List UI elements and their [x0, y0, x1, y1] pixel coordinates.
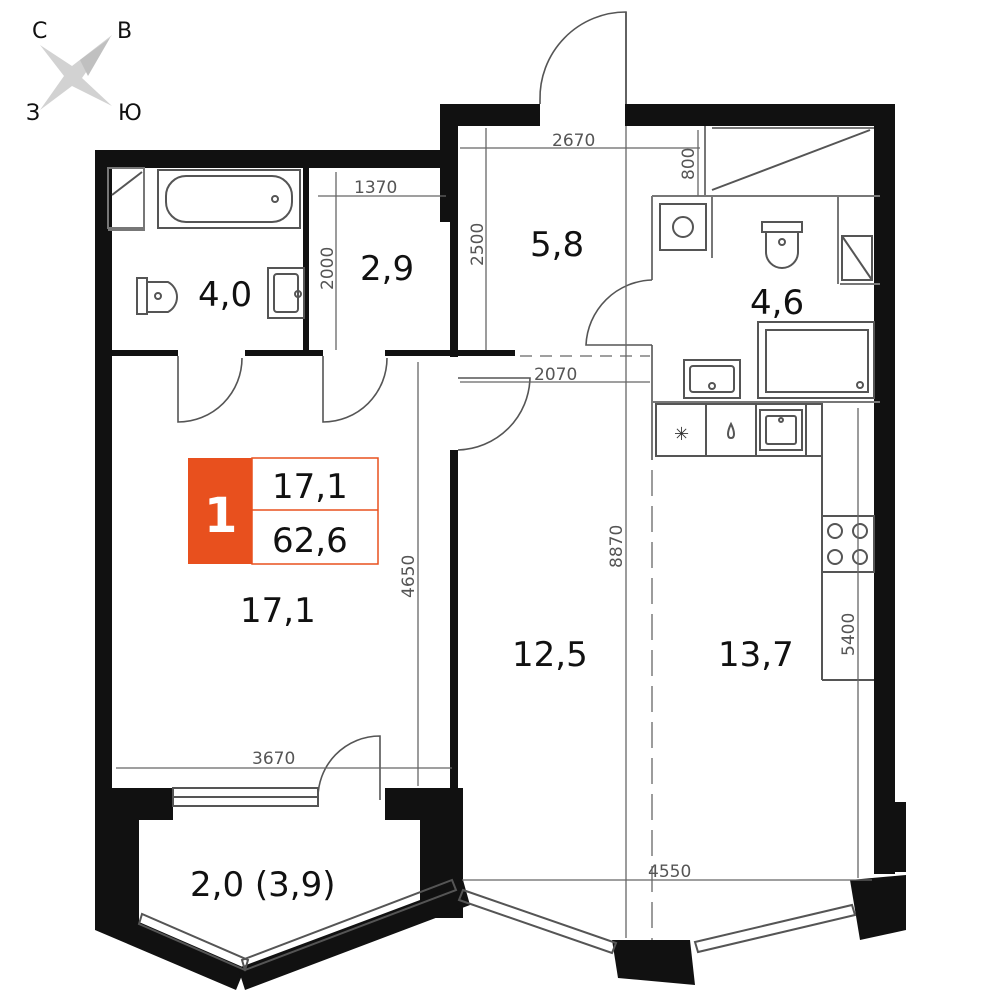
room-area-bathroom-2: 4,6: [750, 283, 804, 323]
room-area-kitchen: 13,7: [718, 635, 794, 675]
dimension-8870: 8870: [607, 525, 627, 568]
room-area-hall: 5,8: [530, 225, 584, 265]
room-area-bedroom: 17,1: [240, 591, 316, 631]
dimension-800: 800: [679, 148, 699, 180]
dimension-2000: 2000: [318, 247, 338, 290]
partitions: [107, 126, 880, 940]
sink-icon-2: [683, 359, 741, 399]
compass-north: С: [32, 19, 47, 44]
apartment-badge: 1 17,1 62,6: [188, 457, 379, 565]
toilet-icon-2: [761, 221, 803, 269]
badge-living-area: 17,1: [272, 467, 348, 507]
dimension-3670: 3670: [252, 749, 295, 769]
compass-south: Ю: [118, 101, 142, 126]
dimension-4550: 4550: [648, 862, 691, 882]
room-area-living: 12,5: [512, 635, 588, 675]
walls: [95, 104, 906, 990]
fixtures: ✳: [111, 129, 875, 681]
badge-room-count: 1: [204, 488, 237, 544]
compass-rose: С В З Ю: [26, 19, 142, 126]
washing-machine-icon: [659, 203, 707, 251]
kitchen-sink-icon: [759, 409, 803, 451]
dimension-4650: 4650: [399, 555, 419, 598]
water-icon: [727, 421, 735, 440]
dimension-5400: 5400: [839, 613, 859, 656]
dimension-1370: 1370: [354, 178, 397, 198]
doors: [137, 11, 857, 972]
room-area-balcony: 2,0 (3,9): [190, 865, 335, 905]
shower-icon: [757, 321, 875, 399]
fridge-icon: ✳: [674, 424, 689, 445]
badge-total-area: 62,6: [272, 521, 348, 561]
dimension-2070: 2070: [534, 365, 577, 385]
compass-east: В: [117, 19, 132, 44]
toilet-icon: [136, 277, 178, 315]
room-area-wardrobe: 2,9: [360, 249, 414, 289]
dimension-2670: 2670: [552, 131, 595, 151]
sink-icon: [267, 267, 305, 319]
bathtub-icon: [157, 169, 301, 229]
stove-icon: [827, 523, 868, 565]
badge-rooms-box: [188, 458, 252, 564]
kitchen-counter: [655, 403, 875, 681]
compass-west: З: [26, 101, 40, 126]
room-area-bathroom-1: 4,0: [198, 275, 252, 315]
dimension-2500: 2500: [468, 223, 488, 266]
dimension-lines: [116, 126, 872, 938]
